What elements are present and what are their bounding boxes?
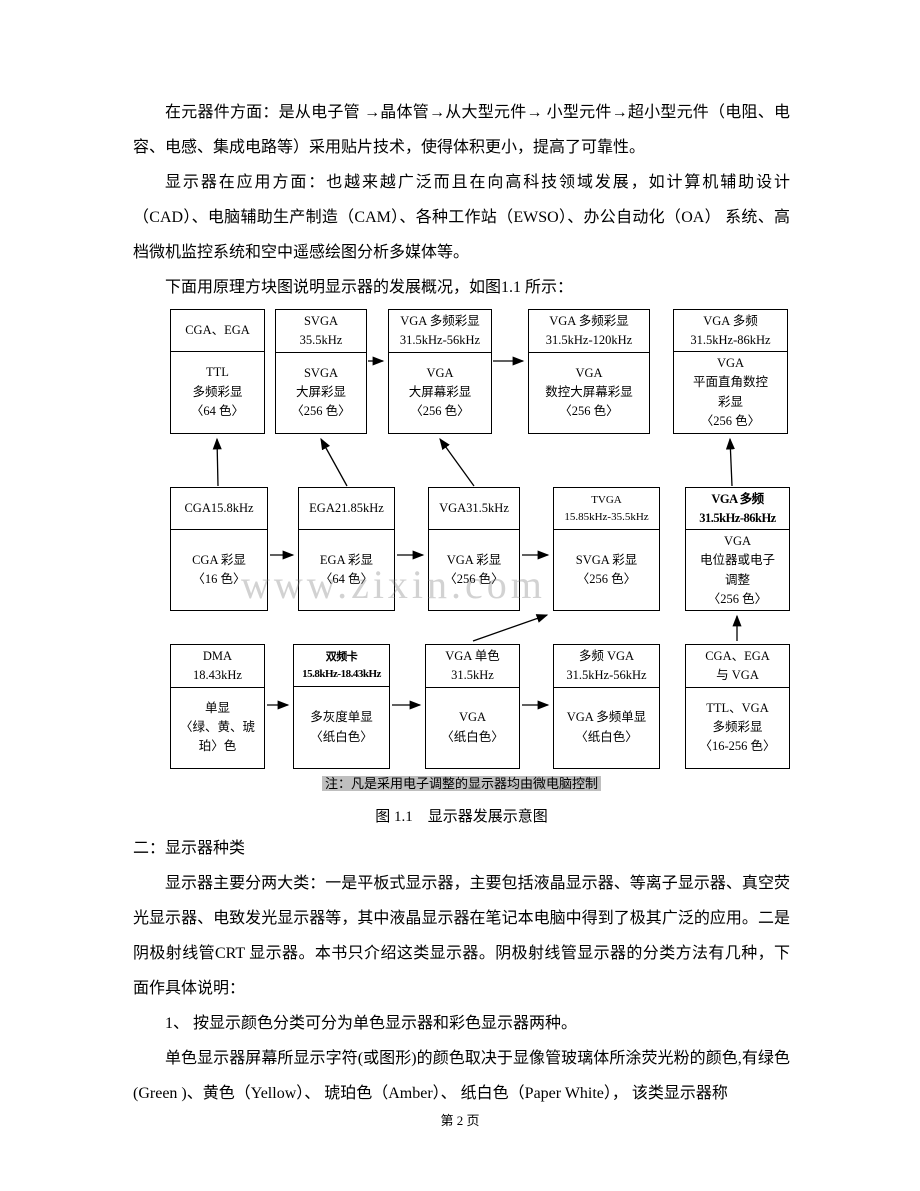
diagram-box-body: SVGA 大屏彩显 〈256 色〉 [291, 365, 351, 419]
diagram-box-header: DMA 18.43kHz [171, 645, 264, 688]
diagram-box-dualfreq-grayscale: 双频卡 15.8kHz-18.43kHz 多灰度单显 〈纸白色〉 [293, 644, 390, 769]
paragraph-color-classification: 1、 按显示颜色分类可分为单色显示器和彩色显示器两种。 [165, 1015, 578, 1032]
diagram-box-body: VGA 大屏幕彩显 〈256 色〉 [408, 365, 472, 419]
diagram-box-cga-ega-ttl: CGA、EGA TTL 多频彩显 〈64 色〉 [170, 309, 265, 434]
diagram-box-body: CGA 彩显 〈16 色〉 [192, 552, 246, 586]
diagram-box-body: VGA 〈纸白色〉 [441, 710, 504, 744]
paragraph-display-categories: 显示器主要分两大类：一是平板式显示器，主要包括液晶显示器、等离子显示器、真空荧光… [133, 875, 790, 997]
diagram-box-body: VGA 平面直角数控 彩显 〈256 色〉 [692, 356, 768, 429]
diagram-box-body: 单显 〈绿、黄、琥 珀〉色 [179, 700, 255, 754]
diagram-box-body: TTL 多频彩显 〈64 色〉 [190, 365, 245, 419]
diagram-box-body: VGA 多频单显 〈纸白色〉 [566, 710, 647, 744]
diagram-box-body: SVGA 彩显 〈256 色〉 [575, 552, 638, 586]
diagram-box-body: 多灰度单显 〈纸白色〉 [310, 710, 373, 744]
diagram-box-header: VGA 多频 31.5kHz-86kHz [674, 310, 787, 352]
diagram-box-header: CGA、EGA [171, 310, 264, 352]
diagram-box-header: 双频卡 15.8kHz-18.43kHz [294, 645, 389, 687]
diagram-note-text: 注：凡是采用电子调整的显示器均由微电脑控制 [321, 776, 601, 791]
diagram-note: 注：凡是采用电子调整的显示器均由微电脑控制 [133, 773, 790, 792]
diagram-box-vga-flat-square: VGA 多频 31.5kHz-86kHz VGA 平面直角数控 彩显 〈256 … [673, 309, 788, 434]
diagram-box-body: TTL、VGA 多频彩显 〈16-256 色〉 [699, 700, 776, 754]
diagram-box-vga-mono: VGA 单色 31.5kHz VGA 〈纸白色〉 [425, 644, 520, 769]
diagram-box-header: 多频 VGA 31.5kHz-56kHz [554, 645, 659, 688]
diagram-box-svga-bigscreen: SVGA 35.5kHz SVGA 大屏彩显 〈256 色〉 [275, 309, 367, 434]
diagram-box-header: VGA 多频 31.5kHz-86kHz [686, 488, 789, 530]
figure-caption: 图 1.1 显示器发展示意图 [375, 809, 548, 825]
diagram-box-vga-color: VGA31.5kHz VGA 彩显 〈256 色〉 [428, 487, 520, 611]
diagram-box-tvga-svga-color: TVGA 15.85kHz-35.5kHz SVGA 彩显 〈256 色〉 [553, 487, 660, 611]
diagram-box-cga-color: CGA15.8kHz CGA 彩显 〈16 色〉 [170, 487, 268, 611]
paragraph-diagram-intro: 下面用原理方块图说明显示器的发展概况，如图1.1 所示： [165, 279, 574, 296]
document-content: 在元器件方面：是从电子管 →晶体管→从大型元件→ 小型元件→超小型元件（电阻、电… [133, 95, 790, 1111]
diagram-box-header: TVGA 15.85kHz-35.5kHz [554, 488, 659, 530]
section-heading-display-types: 二：显示器种类 [133, 840, 246, 857]
development-diagram: CGA、EGA TTL 多频彩显 〈64 色〉 SVGA 35.5kHz SVG… [133, 309, 790, 801]
diagram-box-multifreq-vga-mono: 多频 VGA 31.5kHz-56kHz VGA 多频单显 〈纸白色〉 [553, 644, 660, 769]
diagram-box-header: CGA、EGA 与 VGA [686, 645, 789, 688]
diagram-box-header: SVGA 35.5kHz [276, 310, 366, 353]
diagram-box-body: VGA 数控大屏幕彩显 〈256 色〉 [545, 365, 633, 419]
page-footer: 第 2 页 [440, 1113, 480, 1128]
paragraph-applications: 显示器在应用方面：也越来越广泛而且在向高科技领域发展，如计算机辅助设计（CAD）… [133, 174, 790, 261]
diagram-box-body: VGA 电位器或电子 调整 〈256 色〉 [699, 534, 775, 607]
diagram-box-vga-multifreq-56: VGA 多频彩显 31.5kHz-56kHz VGA 大屏幕彩显 〈256 色〉 [388, 309, 492, 434]
diagram-box-cga-ega-vga-combo: CGA、EGA 与 VGA TTL、VGA 多频彩显 〈16-256 色〉 [685, 644, 790, 769]
diagram-box-header: VGA 多频彩显 31.5kHz-120kHz [529, 310, 649, 353]
diagram-box-vga-multifreq-120: VGA 多频彩显 31.5kHz-120kHz VGA 数控大屏幕彩显 〈256… [528, 309, 650, 434]
diagram-box-vga-potentiometer: VGA 多频 31.5kHz-86kHz VGA 电位器或电子 调整 〈256 … [685, 487, 790, 611]
paragraph-components: 在元器件方面：是从电子管 →晶体管→从大型元件→ 小型元件→超小型元件（电阻、电… [133, 104, 790, 156]
diagram-box-dma-mono: DMA 18.43kHz 单显 〈绿、黄、琥 珀〉色 [170, 644, 265, 769]
diagram-box-header: VGA 单色 31.5kHz [426, 645, 519, 688]
paragraph-monochrome-colors: 单色显示器屏幕所显示字符(或图形)的颜色取决于显像管玻璃体所涂荧光粉的颜色,有绿… [133, 1050, 790, 1102]
diagram-box-header: EGA21.85kHz [299, 488, 394, 530]
diagram-box-ega-color: EGA21.85kHz EGA 彩显 〈64 色〉 [298, 487, 395, 611]
diagram-box-body: VGA 彩显 〈256 色〉 [444, 552, 504, 586]
diagram-box-header: VGA 多频彩显 31.5kHz-56kHz [389, 310, 491, 353]
diagram-box-header: VGA31.5kHz [429, 488, 519, 530]
diagram-box-header: CGA15.8kHz [171, 488, 267, 530]
diagram-box-body: EGA 彩显 〈64 色〉 [319, 552, 374, 586]
